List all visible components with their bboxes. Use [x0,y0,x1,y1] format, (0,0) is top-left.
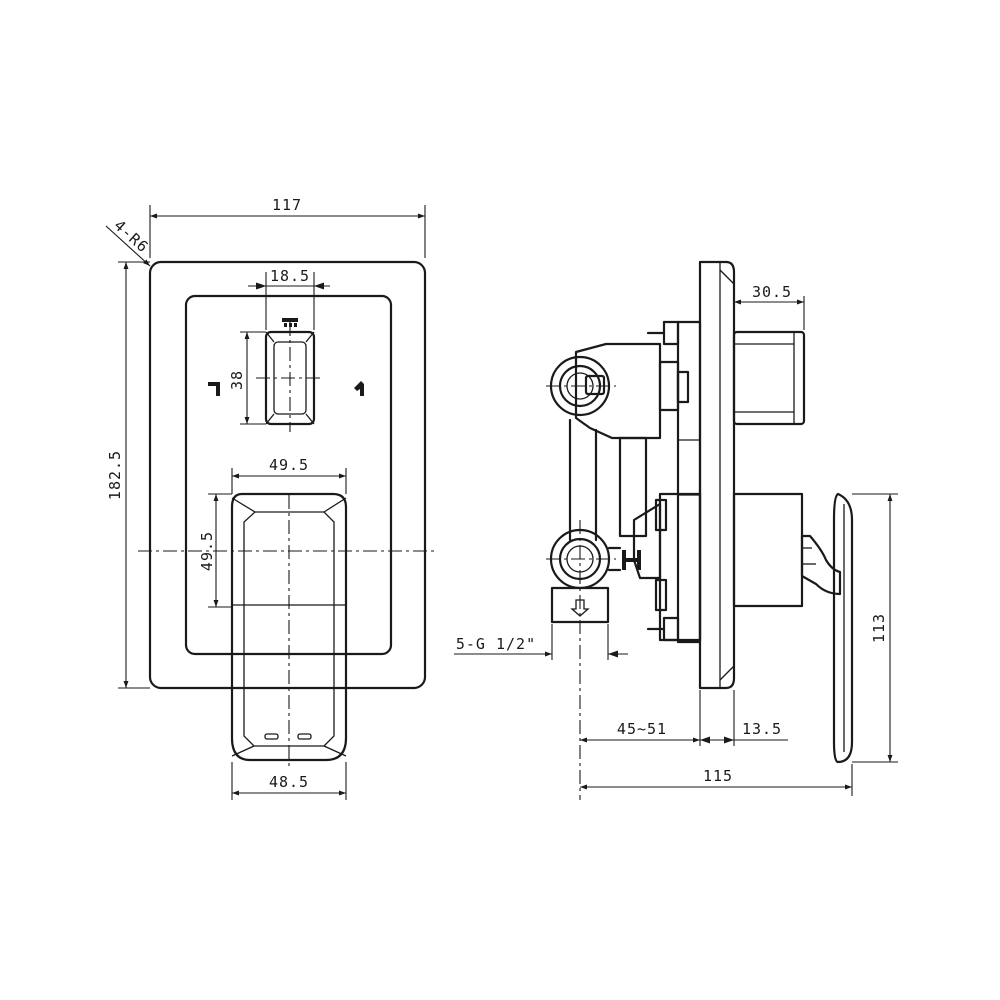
dim-thread: 5-G 1/2" [456,635,536,653]
dim-cartridge-width: 18.5 [270,267,310,285]
valve-body-lower [658,492,702,642]
dim-handle-width-bottom: 48.5 [269,773,309,791]
hot-water-symbol [622,550,641,570]
side-view: 30.5 5-G 1/2" 45~51 13.5 115 113 [454,260,898,800]
dim-handle-diameter: 113 [870,613,888,643]
dim-front-width: 117 [272,196,302,214]
hand-shower-symbol-right [354,381,364,396]
dim-plate-thickness: 13.5 [742,720,782,738]
side-diverter-knob [732,330,806,426]
dim-handle-width-top: 49.5 [269,456,309,474]
front-outer-plate [148,260,427,690]
dim-side-protrusion: 30.5 [752,283,792,301]
dim-depth-range: 45~51 [617,720,667,738]
front-view: 117 4-R6 182.5 18.5 38 49.5 49.5 [105,196,435,800]
side-lever-handle [732,492,854,764]
bottom-outlet [550,586,610,624]
dim-handle-height: 49.5 [198,531,216,571]
main-lever-handle [230,492,348,762]
dim-total-depth: 115 [703,767,733,785]
mounting-studs [646,320,680,642]
side-cover-plate [698,260,736,690]
dim-cartridge-height: 38 [228,370,246,390]
bath-spout-symbol-left [208,382,220,396]
flow-arrow-icon [570,599,590,617]
dim-front-height: 182.5 [106,450,124,500]
